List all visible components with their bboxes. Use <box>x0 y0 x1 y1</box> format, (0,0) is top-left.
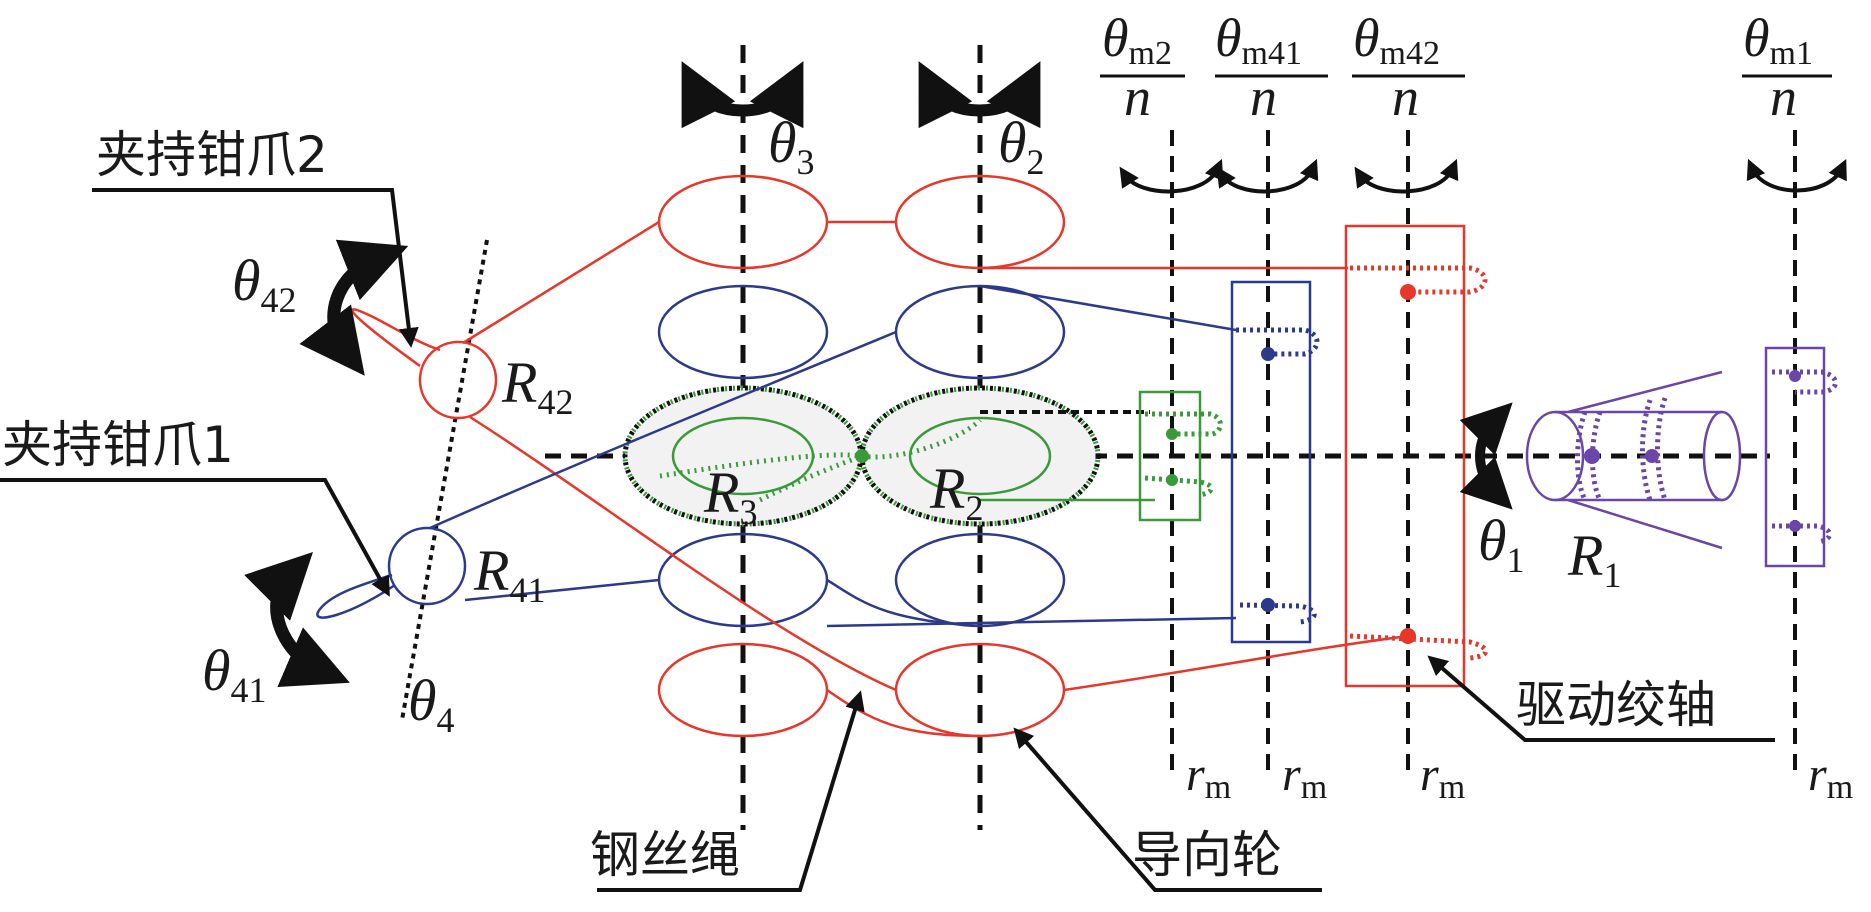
label-clamp-jaw-1: 夹持钳爪1 <box>2 416 234 474</box>
cylinder-R1-end-left <box>1525 410 1585 502</box>
guide-pulley-right-4 <box>894 532 1066 628</box>
radius-label-m42: rm <box>1420 748 1465 806</box>
leader-drive-winch <box>1427 655 1775 742</box>
wire-blue-mid <box>826 578 981 628</box>
inner-loop-R2 <box>908 416 1052 496</box>
winch-box-green <box>1138 390 1202 522</box>
svg-text:θm41: θm41 <box>1215 8 1302 72</box>
hook-green-bottom <box>1144 475 1214 498</box>
wire-red-top <box>462 220 660 345</box>
fraction-theta-m1: θm1 n <box>1742 8 1832 127</box>
pulley-R3-fill <box>625 388 861 524</box>
hook-purple-top-dot <box>1789 370 1801 382</box>
symbol-R1: R1 <box>1567 523 1621 595</box>
leader-wire-rope <box>597 690 865 892</box>
pulley-R3-beads <box>622 385 864 527</box>
guide-pulley-left-1 <box>657 174 829 270</box>
cylinder-R1-coil-1 <box>1575 411 1603 502</box>
svg-text:n: n <box>1124 67 1151 127</box>
rotation-arrow-m41 <box>1216 158 1319 194</box>
leader-clamp-jaw-1 <box>0 478 390 597</box>
symbol-R2: R2 <box>929 456 983 528</box>
wire-blue-top <box>429 330 897 530</box>
wire-blue-bottom-2 <box>826 616 1237 628</box>
cylinder-R1-body <box>1555 370 1723 550</box>
guide-pulley-right-1 <box>894 174 1066 270</box>
leader-guide-wheel <box>1013 727 1322 892</box>
pulley-R2-beads <box>859 385 1101 527</box>
symbol-theta1: θ1 <box>1478 508 1525 580</box>
rotation-arrow-theta1 <box>1459 402 1513 510</box>
svg-text:θm2: θm2 <box>1102 8 1172 72</box>
winch-box-purple <box>1764 346 1826 568</box>
jaw-circle-R41 <box>387 526 467 606</box>
radius-label-m2: rm <box>1186 748 1231 806</box>
rotation-arrow-theta3 <box>681 61 804 129</box>
hook-red-top <box>1350 265 1488 295</box>
radius-label-m1: rm <box>1808 748 1853 806</box>
hook-purple-bottom <box>1772 523 1833 545</box>
symbol-R41: R41 <box>473 538 545 610</box>
hook-blue-top <box>1236 327 1320 357</box>
label-clamp-jaw-2: 夹持钳爪2 <box>96 126 328 184</box>
symbol-R3: R3 <box>703 460 757 532</box>
fraction-theta-m2: θm2 n <box>1100 8 1185 127</box>
hook-green-bottom-dot <box>1166 474 1178 486</box>
radius-label-m41: rm <box>1282 748 1327 806</box>
jaw-circle-R42 <box>418 340 498 420</box>
svg-text:n: n <box>1392 67 1419 127</box>
wire-blue-top-2 <box>979 284 1237 332</box>
svg-text:θm1: θm1 <box>1743 8 1813 72</box>
wire-red-cross <box>469 415 897 692</box>
cylinder-R1-coil-2 <box>1640 397 1668 501</box>
label-guide-wheel: 导向轮 <box>1132 826 1282 884</box>
pulley-R2-fill <box>862 388 1098 524</box>
leader-clamp-jaw-2 <box>92 188 419 348</box>
svg-text:θm42: θm42 <box>1353 8 1440 72</box>
svg-text:n: n <box>1250 67 1277 127</box>
fraction-theta-m41: θm41 n <box>1215 8 1328 127</box>
symbol-theta42: θ42 <box>232 248 297 320</box>
cylinder-R1-dot-1 <box>1584 448 1600 464</box>
label-wire-rope: 钢丝绳 <box>590 826 740 884</box>
rotation-arrow-m2 <box>1119 158 1224 194</box>
cylinder-R1-dot-2 <box>1645 449 1659 463</box>
hook-blue-bottom-dot <box>1261 598 1275 612</box>
guide-pulley-left-4 <box>657 532 829 628</box>
hook-red-bottom <box>1349 633 1489 661</box>
svg-text:n: n <box>1770 67 1797 127</box>
wire-red-bottom-2 <box>826 688 981 738</box>
symbol-theta3: θ3 <box>768 110 815 182</box>
rotation-arrow-m42 <box>1354 158 1459 194</box>
wire-blue-bottom <box>464 578 660 602</box>
winch-box-blue <box>1230 280 1312 644</box>
hook-green-top <box>1145 411 1223 437</box>
symbol-theta41: θ41 <box>202 638 267 710</box>
label-drive-winch: 驱动绞轴 <box>1516 676 1716 734</box>
cylinder-R1-end-right <box>1702 410 1742 502</box>
guide-pulley-left-2 <box>657 284 829 380</box>
rotation-arrow-theta2 <box>918 61 1041 129</box>
rotation-arrow-theta41 <box>244 551 350 688</box>
symbol-R42: R42 <box>501 350 573 422</box>
hook-green-top-dot <box>1166 428 1178 440</box>
fraction-theta-m42: θm42 n <box>1352 8 1465 127</box>
hook-blue-top-dot <box>1261 347 1275 361</box>
rotation-arrow-m1 <box>1746 158 1847 193</box>
hook-red-top-dot <box>1400 284 1416 300</box>
crossing-point <box>855 449 869 463</box>
jaw-axis <box>400 239 489 721</box>
rotation-arrow-theta42 <box>299 239 409 376</box>
hook-purple-top <box>1772 369 1838 395</box>
symbol-theta4: θ4 <box>408 668 455 740</box>
hook-purple-bottom-dot <box>1789 520 1801 532</box>
hook-blue-bottom <box>1239 602 1317 625</box>
hook-red-bottom-dot <box>1400 628 1416 644</box>
symbol-theta2: θ2 <box>998 110 1045 182</box>
wire-red-bottom <box>1063 634 1409 692</box>
